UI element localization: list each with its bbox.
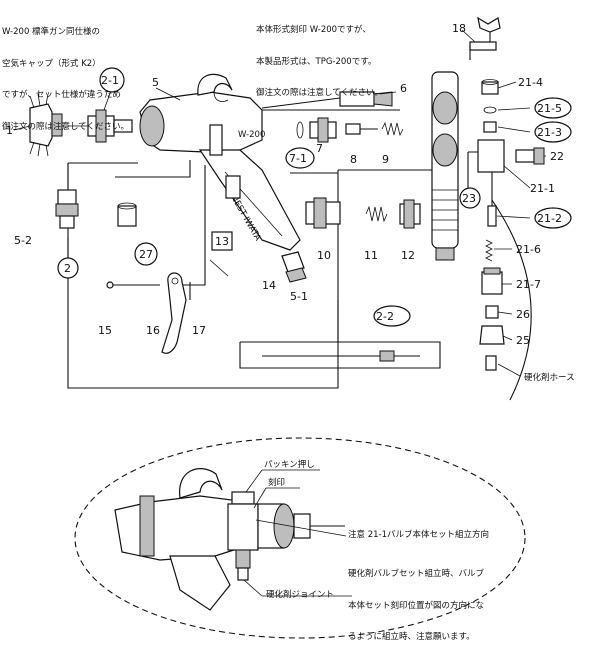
label-10: 10: [317, 249, 331, 262]
air-cap-note-line-2: 空気キャップ（形式 K2）: [2, 58, 101, 69]
label-22: 22: [550, 150, 564, 163]
valve-assembly-note: 硬化剤バルブセット組立時、バルブ 本体セット刻印位置が図の方向にな るように組立…: [348, 548, 484, 653]
part-27: [117, 202, 137, 227]
label-5-1: 5-1: [290, 290, 308, 303]
body-model-note: 本体形式刻印 W-200ですが、 本製品形式は、TPG-200です。 御注文の際…: [256, 4, 383, 109]
hardener-valve-column: [431, 16, 545, 371]
gun-model-stamp: W-200: [238, 130, 265, 140]
label-21-7: 21-7: [516, 278, 541, 291]
label-27: 27: [139, 248, 153, 261]
label-12: 12: [401, 249, 415, 262]
part-5-1: [281, 251, 307, 283]
label-21-2: 21-2: [537, 212, 562, 225]
air-cap-note-line-4: 御注文の際は注意してください。: [2, 121, 129, 132]
label-18: 18: [452, 22, 466, 35]
hardener-joint-label: 硬化剤ジョイント: [266, 590, 335, 600]
valve-assembly-note-line-1: 硬化剤バルブセット組立時、バルブ: [348, 569, 485, 579]
packing-press-label: パッキン押し: [264, 460, 315, 470]
valve-assembly-note-line-3: るように組立時、注意願います。: [348, 632, 475, 642]
body-model-note-line-2: 本製品形式は、TPG-200です。: [256, 56, 377, 67]
fluid-nozzle-part: [62, 109, 133, 143]
label-2-1: 2-1: [101, 74, 119, 87]
label-23: 23: [462, 192, 476, 205]
label-7-1: 7-1: [289, 152, 307, 165]
label-25: 25: [516, 334, 530, 347]
trigger-parts: [106, 272, 191, 354]
label-6: 6: [400, 82, 407, 95]
body-model-note-line-1: 本体形式刻印 W-200ですが、: [256, 25, 371, 35]
label-11: 11: [364, 249, 378, 262]
label-21-3: 21-3: [537, 126, 562, 139]
label-2-2: 2-2: [376, 310, 394, 323]
detail-view: [74, 437, 526, 639]
label-9: 9: [382, 153, 389, 166]
air-cap-note-line-1: W-200 標準ガン同仕様の: [2, 27, 101, 37]
label-21-5: 21-5: [537, 102, 562, 115]
label-17: 17: [192, 324, 206, 337]
body-model-note-line-3: 御注文の際は注意してください。: [256, 88, 383, 98]
label-2: 2: [64, 262, 71, 275]
part-5-2: [55, 189, 79, 229]
hardener-hose-label: 硬化剤ホース: [524, 372, 575, 383]
air-cap-part: [29, 93, 63, 157]
air-valve-parts: [296, 117, 404, 143]
label-8: 8: [350, 153, 357, 166]
label-14: 14: [262, 279, 276, 292]
valve-assembly-title: 注意 21-1バルブ本体セット組立方向: [348, 530, 489, 540]
label-5: 5: [152, 76, 159, 89]
label-21-6: 21-6: [516, 243, 541, 256]
label-21-4: 21-4: [518, 76, 543, 89]
label-15: 15: [98, 324, 112, 337]
engraving-label: 刻印: [268, 478, 286, 488]
label-13: 13: [215, 235, 229, 248]
label-16: 16: [146, 324, 160, 337]
fluid-needle-part: [262, 350, 420, 362]
air-cap-note-line-3: ですが、セット仕様が違うため: [2, 90, 121, 100]
fluid-adjust-part: [261, 91, 393, 109]
valve-assembly-note-line-2: 本体セット刻印位置が図の方向にな: [348, 600, 485, 611]
label-21-1: 21-1: [530, 182, 555, 195]
label-1: 1: [6, 124, 13, 137]
part-number-labels: 1 2-1 5 6 18 21-4 21-5 21-3 22 7 7-1 8 9…: [6, 22, 572, 347]
air-cap-note: W-200 標準ガン同仕様の 空気キャップ（形式 K2） ですが、セット仕様が違…: [2, 6, 129, 143]
label-7: 7: [316, 142, 323, 155]
label-26: 26: [516, 308, 530, 321]
pattern-adjust-parts: [305, 197, 421, 229]
label-5-2: 5-2: [14, 234, 32, 247]
